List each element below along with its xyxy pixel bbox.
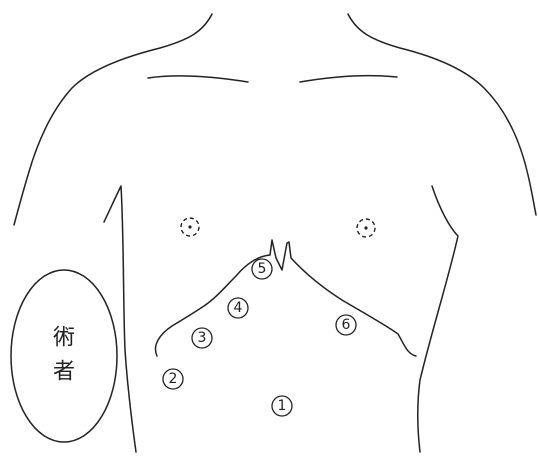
neck-shoulder-left [14,14,212,225]
clavicle-left [148,76,248,82]
port-5: 5 [252,259,272,279]
surgeon-label-line1: 術 [53,326,75,351]
port-4: 4 [228,298,248,318]
nipple-right [357,219,375,237]
clavicle-right [300,76,397,82]
port-6: 6 [336,315,356,335]
nipple-left [181,218,199,236]
port-1: 1 [272,396,292,416]
port-2: 2 [163,369,183,389]
neck-shoulder-right [348,14,536,215]
surgeon-position: 術 者 [11,270,117,442]
port-4-label: 4 [234,300,243,316]
surgeon-label-line2: 者 [53,360,75,385]
port-3-label: 3 [198,330,207,346]
port-5-label: 5 [258,261,267,277]
torso-side-right [418,186,458,452]
port-1-label: 1 [278,398,287,414]
port-2-label: 2 [169,371,178,387]
port-6-label: 6 [342,317,351,333]
port-3: 3 [192,328,212,348]
